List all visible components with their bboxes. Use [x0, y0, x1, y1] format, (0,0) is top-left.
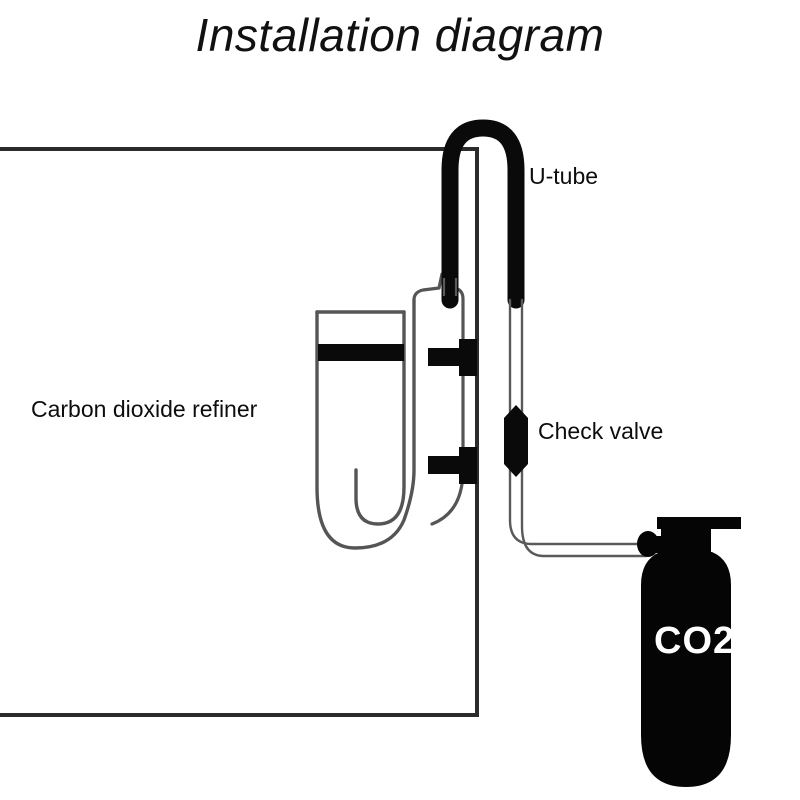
feed-tubing-inner-edge [508, 298, 648, 546]
check-valve-body [504, 405, 528, 477]
co2-cylinder [637, 517, 741, 787]
aquarium-tank [0, 147, 479, 717]
feed-tubing-outer-edge [520, 298, 648, 558]
cylinder-body [641, 552, 731, 787]
u-tube-bend [441, 119, 525, 309]
cylinder-valve-handle [657, 517, 741, 529]
cylinder-outlet-nut [637, 531, 659, 557]
suction-cup-lower-stem [428, 456, 461, 474]
check-valve [504, 405, 528, 477]
refiner-neck-left [412, 286, 441, 302]
suction-cup-upper-flange [459, 339, 477, 376]
feed-tubing [508, 298, 648, 558]
refiner-label: Carbon dioxide refiner [31, 396, 258, 422]
refiner-neck-bottom [430, 468, 465, 526]
suction-cup-lower [428, 447, 477, 484]
cylinder-label: CO2 [654, 620, 736, 662]
refiner-neck-right [453, 286, 465, 472]
check-valve-label: Check valve [538, 418, 664, 444]
suction-cup-upper [428, 339, 477, 376]
suction-cup-upper-stem [428, 348, 461, 366]
u-tube-label: U-tube [529, 163, 599, 189]
refiner-ceramic-disc [318, 344, 404, 361]
suction-cup-lower-flange [459, 447, 477, 484]
tubing-left-limb [442, 278, 458, 296]
carbon-dioxide-refiner [315, 272, 465, 550]
refiner-inner-bend [354, 310, 406, 526]
u-tube [441, 119, 525, 309]
page-title: Installation diagram [195, 9, 605, 61]
refiner-outer-wall [315, 298, 416, 550]
cylinder-valve-neck [661, 524, 711, 562]
